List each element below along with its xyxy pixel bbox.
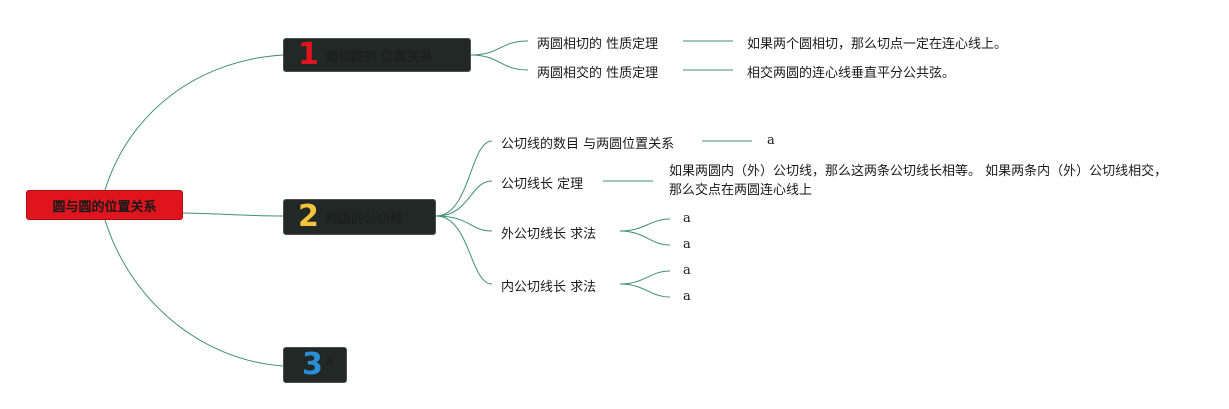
branch-3-label: a [325,354,334,368]
branch-2-number: 2 [298,199,319,234]
external-method-child-2[interactable]: a [683,237,691,252]
subtopic-external-tangent-method[interactable]: 外公切线长 求法 [501,227,597,242]
internal-method-child-1[interactable]: a [683,263,691,278]
branch-2[interactable]: 2 两圆的公切线 [283,199,436,235]
subtopic-tangent-property[interactable]: 两圆相切的 性质定理 [537,37,659,52]
branch-2-label: 两圆的公切线 [324,211,403,227]
branch-3-number: 3 [302,347,323,382]
branch-1[interactable]: 1 圆和圆的 位置关系 [283,38,471,72]
root-topic[interactable]: 圆与圆的位置关系 [26,190,183,220]
branch-3[interactable]: 3 a [283,347,347,383]
detail-intersect-property[interactable]: 相交两圆的连心线垂直平分公共弦。 [747,66,956,81]
detail-tangent-count[interactable]: a [767,133,775,148]
subtopic-intersect-property[interactable]: 两圆相交的 性质定理 [537,66,659,81]
subtopic-tangent-length-theorem[interactable]: 公切线长 定理 [501,177,584,192]
detail-tangent-property[interactable]: 如果两个圆相切，那么切点一定在连心线上。 [747,37,1008,52]
internal-method-child-2[interactable]: a [683,289,691,304]
detail-tangent-length-theorem[interactable]: 如果两圆内（外）公切线，那么这两条公切线长相等。 如果两条内（外）公切线相交，那… [669,164,1168,198]
branch-1-label: 圆和圆的 位置关系 [324,49,434,65]
subtopic-tangent-count[interactable]: 公切线的数目 与两圆位置关系 [501,137,675,152]
root-topic-label: 圆与圆的位置关系 [52,199,157,215]
subtopic-internal-tangent-method[interactable]: 内公切线长 求法 [501,280,597,295]
branch-1-number: 1 [298,37,319,72]
external-method-child-1[interactable]: a [683,211,691,226]
